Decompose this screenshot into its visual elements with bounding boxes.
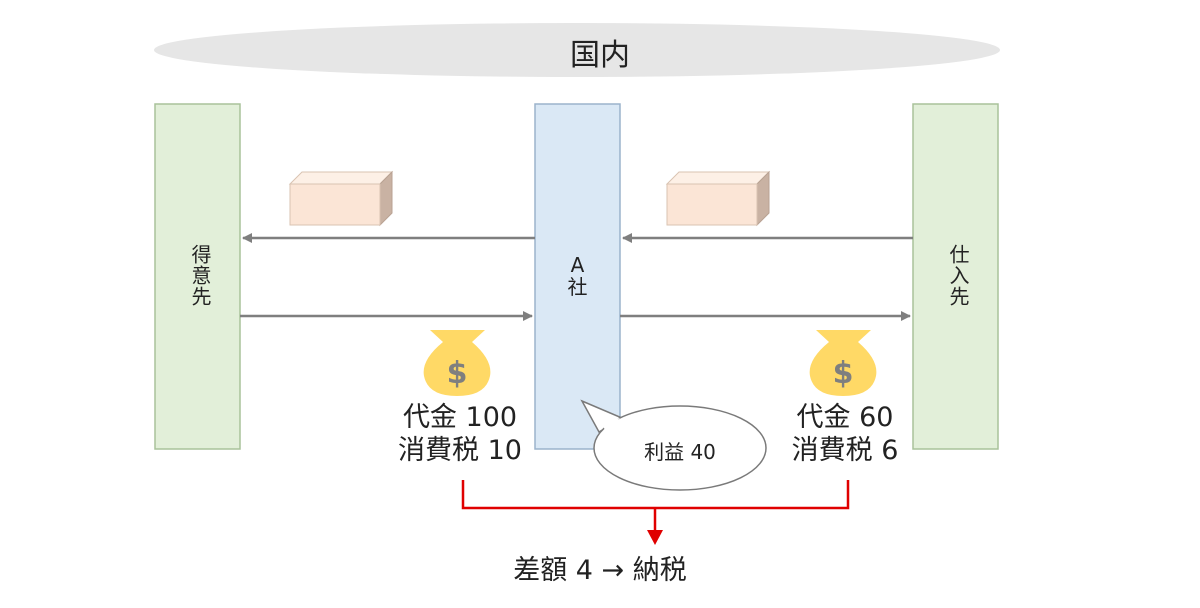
company-box [534,103,621,450]
supplier-label: 仕入先 [946,244,970,307]
profit-label: 利益 40 [644,440,716,464]
goods-box-icon-left [288,170,394,227]
region-ellipse [154,23,1000,77]
sale-tax: 消費税 10 [398,435,522,466]
sale-amounts: 代金 100 消費税 10 [380,401,540,467]
company-label-line1: A [570,253,585,277]
money-bag-icon-right: $ [809,330,877,396]
company-label-line2: 社 [567,275,588,299]
purchase-amounts: 代金 60 消費税 6 [770,401,920,467]
purchase-price: 代金 60 [796,402,894,433]
region-title: 国内 [570,38,630,73]
purchase-tax: 消費税 6 [791,435,899,466]
company-label: A 社 [535,254,620,298]
goods-box-icon-right [665,170,771,227]
dollar-sign: $ [447,356,468,391]
tax-difference-bracket [461,480,850,545]
customer-box [154,103,241,450]
supplier-box [912,103,999,450]
dollar-sign: $ [833,356,854,391]
money-bag-icon-left: $ [423,330,491,396]
profit-bubble [580,399,767,491]
customer-label: 得意先 [188,244,212,307]
sale-price: 代金 100 [402,402,518,433]
tax-result-label: 差額 4 → 納税 [513,555,687,586]
